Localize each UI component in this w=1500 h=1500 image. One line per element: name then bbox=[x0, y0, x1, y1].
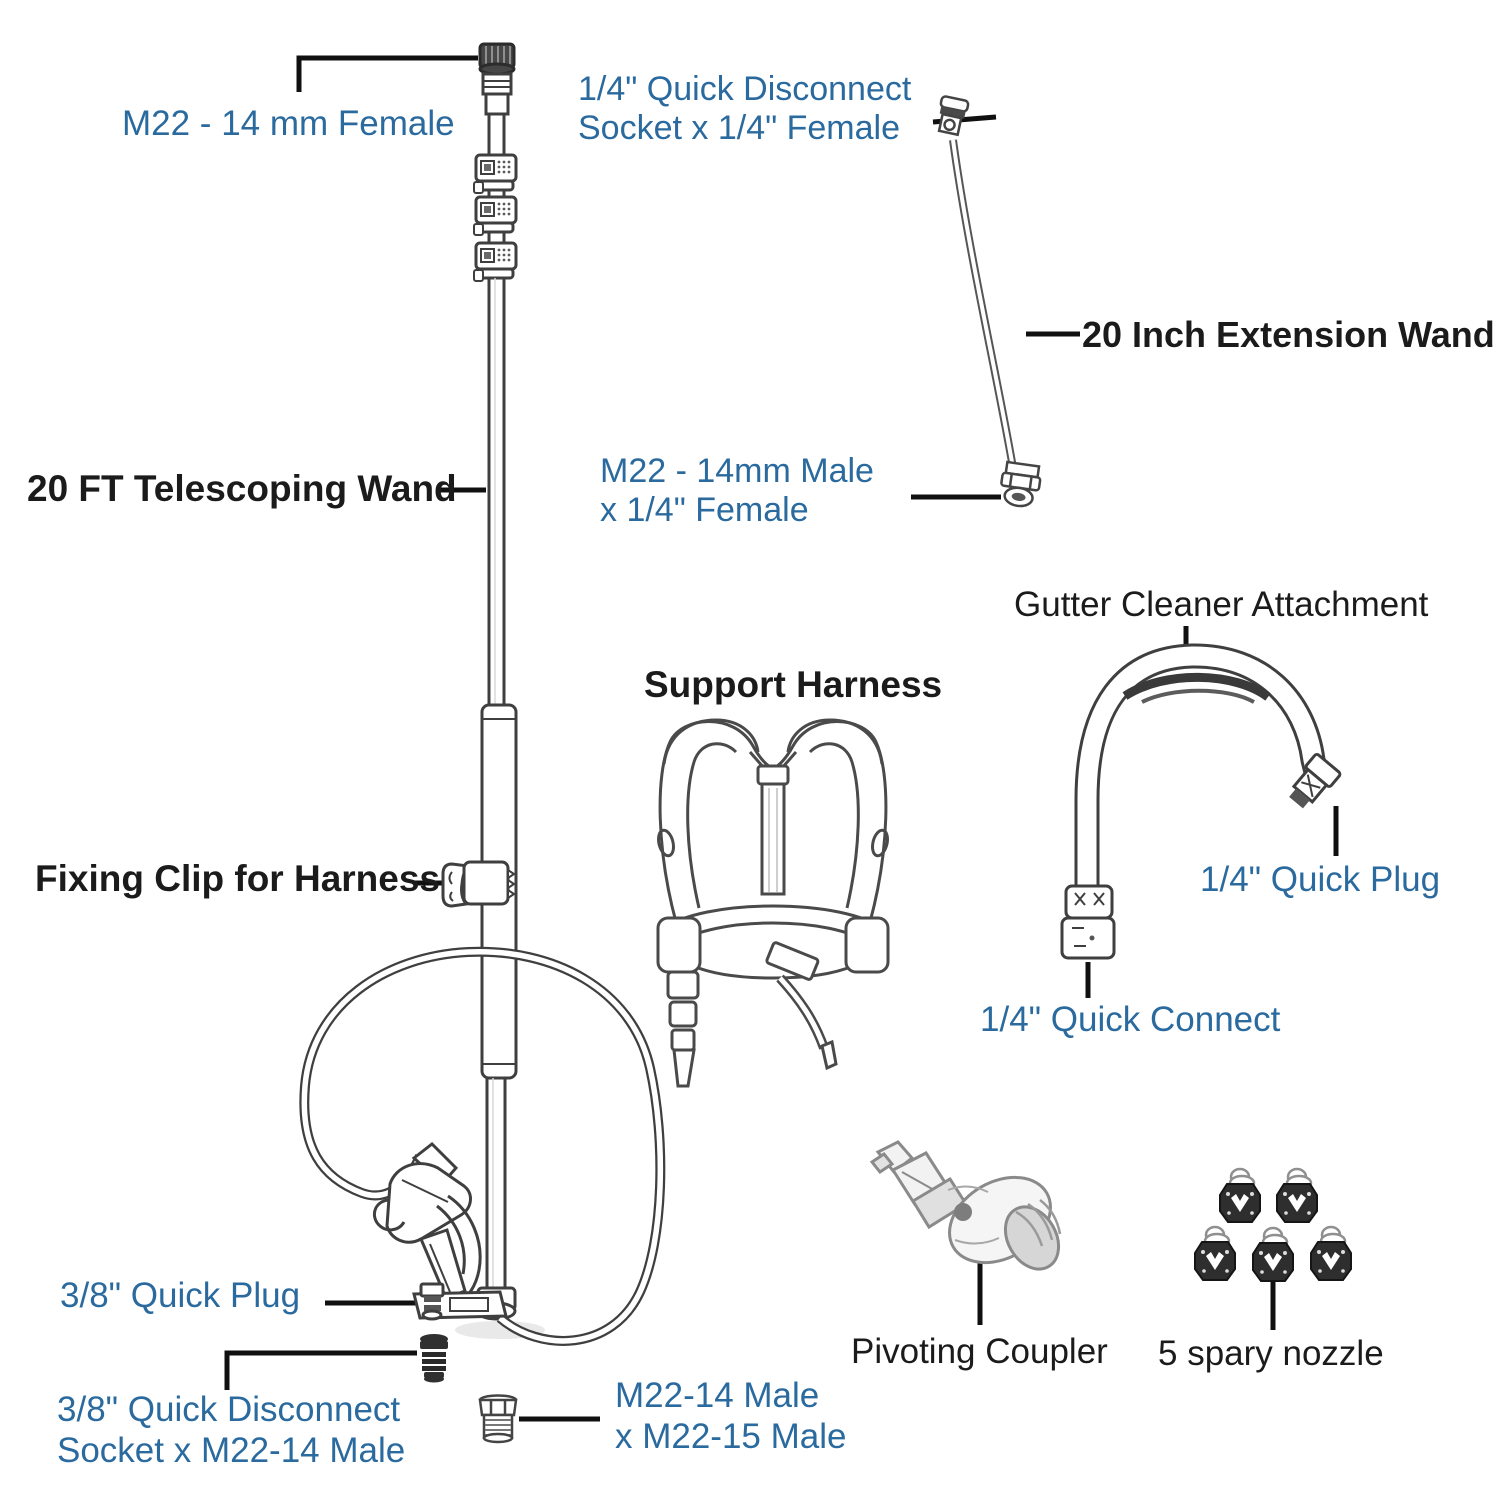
label-quarter-quick-plug: 1/4" Quick Plug bbox=[1200, 860, 1441, 899]
m22-adapter-drawing bbox=[478, 1394, 518, 1444]
gutter-cleaner-drawing bbox=[1060, 643, 1342, 960]
hose-drawing bbox=[299, 946, 666, 1346]
label-extension-wand: 20 Inch Extension Wand bbox=[1082, 314, 1495, 355]
wand-clamp bbox=[473, 153, 518, 194]
label-telescoping-wand: 20 FT Telescoping Wand bbox=[27, 468, 457, 509]
label-gutter-cleaner: Gutter Cleaner Attachment bbox=[1014, 585, 1429, 624]
wand-clamp bbox=[473, 195, 518, 236]
label-m22-adapter: M22-14 Male x M22-15 Male bbox=[615, 1376, 847, 1456]
label-quarter-qd-socket: 1/4" Quick Disconnect Socket x 1/4" Fema… bbox=[578, 70, 912, 148]
spray-nozzle bbox=[1310, 1225, 1352, 1281]
wand-clamp bbox=[473, 241, 518, 282]
spray-nozzle bbox=[1219, 1167, 1261, 1223]
label-quarter-quick-connect: 1/4" Quick Connect bbox=[980, 1000, 1281, 1039]
label-m22-female: M22 - 14 mm Female bbox=[122, 104, 455, 143]
label-m22-male-quarter-female: M22 - 14mm Male x 1/4" Female bbox=[600, 452, 874, 530]
quarter-quick-connect-fitting bbox=[1060, 884, 1116, 960]
spray-gun-drawing bbox=[373, 1142, 508, 1321]
label-three-eighths-quick-plug: 3/8" Quick Plug bbox=[60, 1276, 301, 1315]
qd-socket-38-drawing bbox=[420, 1334, 448, 1383]
label-three-eighths-qd-socket: 3/8" Quick Disconnect Socket x M22-14 Ma… bbox=[57, 1390, 406, 1470]
label-pivoting-coupler: Pivoting Coupler bbox=[851, 1332, 1108, 1371]
spray-nozzle bbox=[1194, 1225, 1236, 1281]
spray-nozzle bbox=[1252, 1226, 1294, 1282]
spray-nozzles-drawing bbox=[1194, 1167, 1352, 1282]
extension-wand-drawing bbox=[937, 95, 1042, 508]
telescoping-wand-drawing bbox=[455, 42, 545, 1339]
fixing-clip-drawing bbox=[441, 860, 516, 908]
quarter-quick-plug-fitting bbox=[1289, 753, 1342, 809]
spray-nozzle bbox=[1276, 1167, 1318, 1223]
label-spray-nozzles: 5 spary nozzle bbox=[1158, 1334, 1384, 1373]
label-fixing-clip: Fixing Clip for Harness bbox=[35, 858, 441, 899]
pivoting-coupler-drawing bbox=[869, 1140, 1062, 1271]
support-harness-drawing bbox=[656, 718, 890, 1088]
label-support-harness: Support Harness bbox=[644, 664, 943, 705]
leader-lines bbox=[224, 55, 1339, 1422]
